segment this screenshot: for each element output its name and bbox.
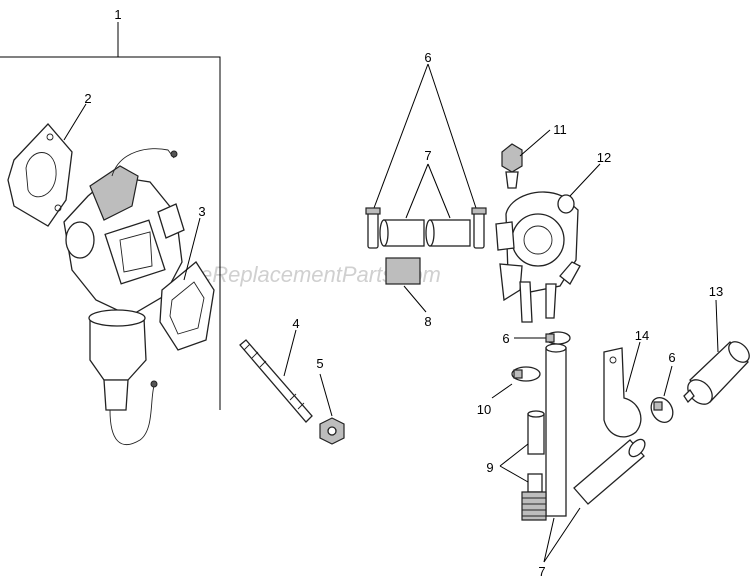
callout-3: 3 bbox=[198, 204, 205, 219]
callout-5: 5 bbox=[316, 356, 323, 371]
gasket-part-2 bbox=[7, 123, 73, 227]
hose-vertical bbox=[545, 343, 567, 517]
gasket-part-3 bbox=[159, 261, 215, 351]
callout-line-12 bbox=[569, 163, 601, 197]
fuel-filter-part-13 bbox=[683, 299, 750, 405]
carburetor-part-1 bbox=[63, 148, 185, 445]
callout-6a: 6 bbox=[424, 50, 431, 65]
sensor-part-11 bbox=[501, 129, 551, 189]
carburetor-group bbox=[0, 22, 221, 445]
callout-9: 9 bbox=[486, 460, 493, 475]
callout-line-11 bbox=[519, 129, 551, 157]
callout-13: 13 bbox=[709, 284, 723, 299]
callout-7a: 7 bbox=[424, 148, 431, 163]
callout-10: 10 bbox=[477, 402, 491, 417]
hose-clamp-right bbox=[650, 365, 674, 423]
hose-clamp-upper-left bbox=[365, 207, 381, 249]
callout-line-13 bbox=[715, 299, 719, 353]
callout-12: 12 bbox=[597, 150, 611, 165]
callout-2: 2 bbox=[84, 91, 91, 106]
stud-part-4 bbox=[239, 329, 313, 423]
fitting-part-9-upper bbox=[527, 410, 545, 455]
callout-line-9a bbox=[499, 443, 529, 467]
callout-line-3 bbox=[183, 217, 201, 281]
callout-line-14 bbox=[625, 341, 641, 393]
hose-upper-left bbox=[379, 219, 425, 247]
callout-line-7a-left bbox=[405, 163, 429, 219]
callout-line-4 bbox=[283, 329, 297, 377]
callout-line-2 bbox=[63, 103, 87, 141]
fitting-part-9-lower bbox=[521, 473, 547, 521]
callout-line-8 bbox=[403, 285, 427, 313]
callout-line-7b-right bbox=[543, 507, 581, 563]
nut-part-5 bbox=[319, 373, 345, 445]
callout-line-10 bbox=[491, 383, 513, 399]
callout-6c: 6 bbox=[668, 350, 675, 365]
callout-6b: 6 bbox=[502, 331, 509, 346]
fuel-pump-part-12 bbox=[495, 163, 601, 323]
filter-element-part-8 bbox=[385, 257, 427, 313]
callout-line-6c bbox=[663, 365, 673, 397]
callout-7b: 7 bbox=[538, 564, 545, 579]
hose-clamp-part-10 bbox=[511, 366, 541, 382]
assembly-bracket bbox=[0, 56, 221, 410]
hose-clamp-upper-right bbox=[471, 207, 487, 249]
hose-bracket-part-14 bbox=[603, 341, 642, 438]
hose-upper-right bbox=[425, 219, 471, 247]
lower-fittings-group bbox=[491, 331, 646, 563]
callout-line-6a-left bbox=[373, 63, 429, 209]
callout-line-7b-left bbox=[543, 517, 555, 563]
hose-diagonal bbox=[573, 438, 646, 505]
callout-line-7a-right bbox=[427, 163, 451, 219]
fittings-group bbox=[365, 63, 487, 313]
callout-line-6a-right bbox=[427, 63, 477, 209]
callout-1: 1 bbox=[114, 7, 121, 22]
callout-4: 4 bbox=[292, 316, 299, 331]
callout-8: 8 bbox=[424, 314, 431, 329]
hose-clamp-mid bbox=[545, 331, 571, 345]
callout-14: 14 bbox=[635, 328, 649, 343]
callout-line-9b bbox=[499, 465, 529, 483]
callout-line-5 bbox=[319, 373, 333, 417]
callout-11: 11 bbox=[553, 122, 567, 137]
